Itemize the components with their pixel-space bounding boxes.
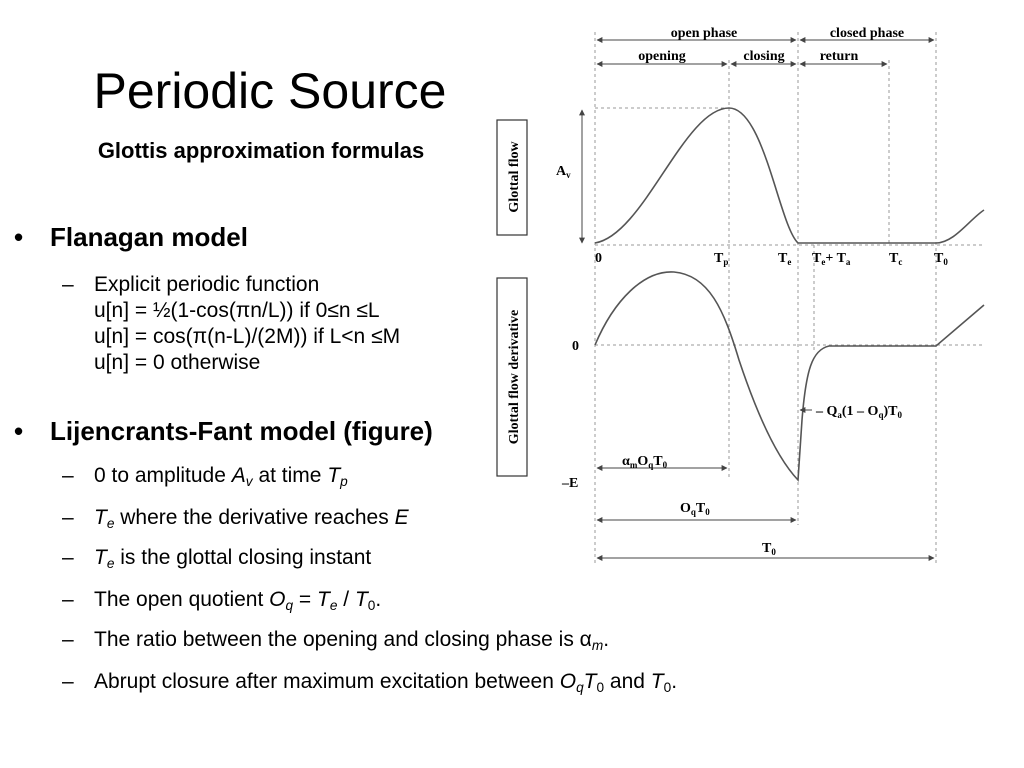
lf-b4-te: T bbox=[317, 588, 330, 611]
glottal-flow-figure: open phase closed phase opening closing … bbox=[496, 26, 985, 565]
flanagan-line4: u[n] = 0 otherwise bbox=[94, 351, 261, 374]
lf-b6-and: and bbox=[604, 670, 651, 693]
tick-t0: T0 bbox=[934, 251, 948, 267]
lf-b4-text: The open quotient bbox=[94, 588, 270, 611]
bullet-lf-6: –Abrupt closure after maximum excitation… bbox=[62, 670, 677, 694]
flanagan-line3: u[n] = cos(π(n-L)/(2M)) if L<n ≤M bbox=[94, 325, 401, 348]
bullet-lf-5: –The ratio between the opening and closi… bbox=[62, 628, 609, 652]
lf-b6-oq-sub: q bbox=[576, 680, 584, 695]
lf-b2-text: where the derivative reaches bbox=[114, 506, 395, 529]
bullet-flanagan: • Flanagan model bbox=[14, 222, 248, 253]
phase-arrows bbox=[596, 37, 935, 67]
phase-return-label: return bbox=[820, 49, 859, 64]
lf-b1-av-sub: v bbox=[245, 474, 253, 489]
slide-subtitle: Glottis approximation formulas bbox=[97, 138, 425, 163]
derivative-curve bbox=[594, 271, 985, 482]
lf-b4-slash: / bbox=[337, 588, 355, 611]
dash-icon: – bbox=[62, 670, 74, 693]
lf-b2-te: T bbox=[94, 506, 107, 529]
am-oq-t0-label: αmOqT0 bbox=[622, 454, 668, 470]
dash-icon: – bbox=[62, 628, 74, 651]
bullet-lf-4: –The open quotient Oq = Te / T0. bbox=[62, 588, 381, 612]
tick-te-ta: Te+ Ta bbox=[812, 251, 851, 267]
bullet-icon: • bbox=[14, 416, 24, 446]
bullet-lf: • Lijencrants-Fant model (figure) bbox=[14, 416, 433, 447]
qa-label: – Qa(1 – Oq)T0 bbox=[815, 404, 902, 420]
bullet-icon: • bbox=[14, 222, 24, 252]
phase-closed-label: closed phase bbox=[830, 26, 904, 41]
bullet-lf-3: –Te is the glottal closing instant bbox=[62, 546, 371, 570]
lf-b6-t0b: T bbox=[650, 670, 664, 693]
lf-b4-oq-sub: q bbox=[285, 598, 294, 613]
lf-b5-end: . bbox=[603, 628, 610, 651]
lf-b5-sub: m bbox=[591, 638, 604, 653]
flanagan-heading: Flanagan model bbox=[50, 222, 248, 252]
flow-ylabel-box bbox=[496, 119, 528, 236]
lf-b1-tp-sub: p bbox=[340, 474, 348, 489]
lf-b3-te: T bbox=[94, 546, 107, 569]
bullet-lf-2: –Te where the derivative reaches E bbox=[62, 506, 409, 530]
minus-e-label: –E bbox=[561, 476, 578, 491]
phase-opening-label: opening bbox=[638, 49, 685, 64]
lf-b4-te-sub: e bbox=[329, 598, 338, 613]
lf-b6-t0a-sub: 0 bbox=[596, 680, 605, 695]
dash-icon: – bbox=[62, 273, 74, 296]
lf-b2-e: E bbox=[394, 506, 409, 529]
flanagan-line2: u[n] = ½(1-cos(πn/L)) if 0≤n ≤L bbox=[94, 299, 380, 322]
lf-b6-t0a: T bbox=[583, 670, 597, 693]
lf-b1-tp: T bbox=[327, 464, 341, 487]
dash-icon: – bbox=[62, 546, 74, 569]
lf-b4-oq: O bbox=[269, 588, 286, 611]
zero-label: 0 bbox=[572, 339, 579, 354]
glottal-flow-curve bbox=[594, 107, 985, 244]
dash-icon: – bbox=[62, 506, 74, 529]
lf-b6-t0b-sub: 0 bbox=[663, 680, 672, 695]
lf-b6-text: Abrupt closure after maximum excitation … bbox=[94, 670, 560, 693]
lf-b1-mid: at time bbox=[252, 464, 328, 487]
lf-b4-t0-sub: 0 bbox=[367, 598, 376, 613]
lf-b6-oq: O bbox=[559, 670, 577, 693]
lf-b4-end: . bbox=[375, 588, 382, 611]
slide-title: Periodic Source bbox=[93, 63, 447, 119]
bullet-flanagan-formula: –Explicit periodic function u[n] = ½(1-c… bbox=[62, 272, 400, 376]
bullet-lf-1: –0 to amplitude Av at time Tp bbox=[62, 464, 348, 488]
lf-b2-te-sub: e bbox=[106, 516, 115, 531]
t0-label: T0 bbox=[762, 541, 776, 557]
lf-b1-av: A bbox=[231, 464, 246, 487]
oq-t0-label: OqT0 bbox=[680, 501, 710, 517]
lf-b3-te-sub: e bbox=[106, 556, 115, 571]
flow-ylabel: Glottal flow bbox=[507, 141, 522, 213]
tick-te: Te bbox=[778, 251, 791, 267]
flanagan-line1: Explicit periodic function bbox=[94, 273, 320, 296]
tick-zero: 0 bbox=[595, 251, 602, 266]
guide-lines bbox=[594, 32, 984, 565]
lf-b1-text: 0 to amplitude bbox=[94, 464, 232, 487]
tick-tp: Tp bbox=[714, 251, 728, 267]
dash-icon: – bbox=[62, 464, 74, 487]
lf-b3-text: is the glottal closing instant bbox=[114, 546, 372, 569]
dash-icon: – bbox=[62, 588, 74, 611]
deriv-ylabel-box bbox=[496, 277, 528, 477]
lf-b6-end: . bbox=[671, 670, 678, 693]
lf-heading: Lijencrants-Fant model (figure) bbox=[50, 416, 433, 446]
phase-open-label: open phase bbox=[671, 26, 738, 41]
phase-closing-label: closing bbox=[743, 49, 784, 64]
lf-b5-text: The ratio between the opening and closin… bbox=[94, 628, 592, 651]
lf-b4-t0: T bbox=[354, 588, 368, 611]
tick-tc: Tc bbox=[889, 251, 902, 267]
amplitude-label: Av bbox=[556, 164, 571, 180]
deriv-ylabel: Glottal flow derivative bbox=[507, 310, 522, 445]
lf-b4-eq: = bbox=[293, 588, 318, 611]
